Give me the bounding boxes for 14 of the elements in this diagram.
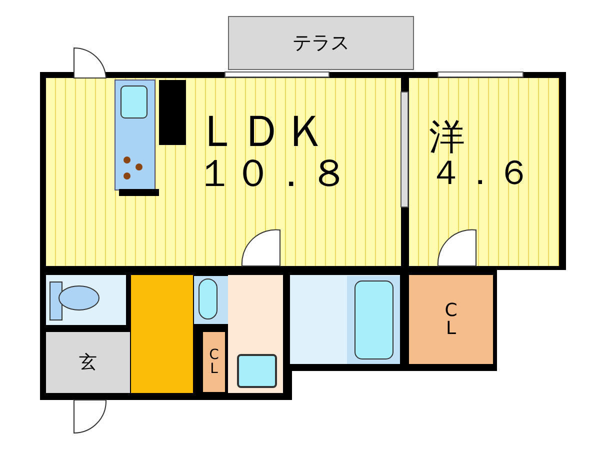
room-name: 玄 — [79, 354, 97, 372]
entrance-floor — [46, 332, 130, 393]
room-name: ＬＤＫ — [196, 110, 328, 154]
hallway-floor — [131, 275, 193, 393]
room-name: テラス — [292, 34, 350, 52]
room-name: CL — [208, 348, 220, 376]
room-floor — [409, 78, 559, 266]
closet-floor — [203, 332, 225, 392]
terrace — [228, 16, 414, 70]
room-name: CL — [444, 302, 458, 338]
room-size: ４．６ — [429, 156, 531, 190]
closet-floor — [409, 275, 493, 364]
room-name: 洋 — [429, 120, 465, 156]
room-size: １０．８ — [196, 154, 348, 192]
